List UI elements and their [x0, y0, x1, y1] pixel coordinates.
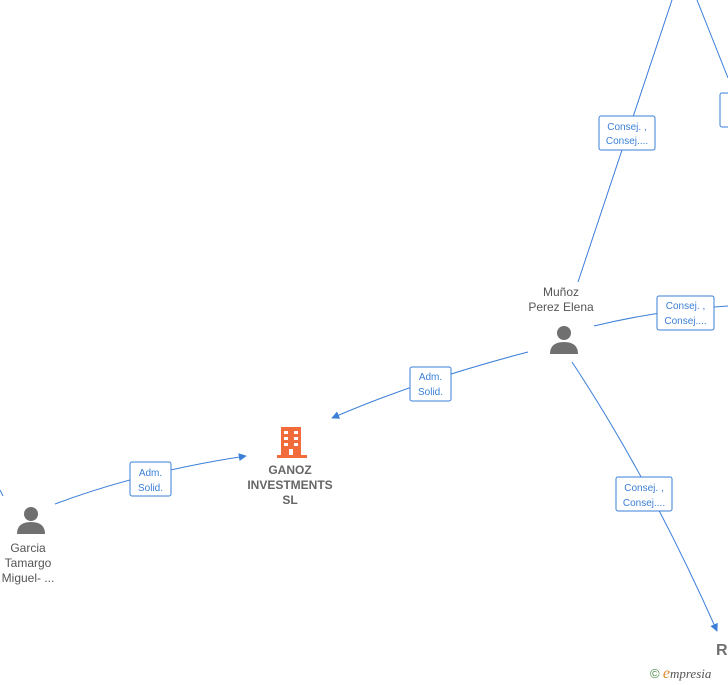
edge-garcia-left[interactable]	[0, 489, 4, 497]
edge-label-line: Consej. ,	[666, 301, 705, 312]
person-name-line: Garcia	[10, 541, 46, 555]
edge-label-munoz-top[interactable]: Consej. , Consej....	[598, 115, 656, 151]
person-name-line: Miguel- ...	[2, 571, 55, 585]
edge-label-munoz-right[interactable]: Consej. , Consej....	[656, 295, 715, 331]
edge-label-line: Consej....	[606, 136, 648, 147]
building-icon	[277, 427, 307, 458]
edge-label-line: Consej. ,	[624, 483, 663, 494]
person-icon	[550, 326, 578, 354]
person-name-line: Perez Elena	[528, 300, 594, 314]
company-name-line: SL	[282, 493, 297, 507]
person-icon	[17, 507, 45, 534]
watermark: © empresia	[650, 665, 728, 685]
edge-label-garcia-company[interactable]: Adm. Solid.	[129, 461, 172, 497]
copyright-icon: ©	[650, 666, 660, 681]
person-node-munoz[interactable]: Muñoz Perez Elena	[528, 285, 594, 354]
company-name-line: GANOZ	[268, 463, 311, 477]
edge-label-line: Consej....	[664, 316, 706, 327]
edge-label-munoz-bottom[interactable]: Consej. , Consej....	[615, 476, 673, 512]
company-node[interactable]: GANOZ INVESTMENTS SL	[247, 427, 333, 507]
watermark-logo-e: e	[662, 665, 670, 682]
edge-label-line: Adm.	[139, 468, 162, 479]
edge-label-line: Consej....	[623, 498, 665, 509]
partial-node-label: R	[716, 642, 728, 659]
edge-label-munoz-company[interactable]: Adm. Solid.	[409, 366, 452, 402]
edge-label-line: Solid.	[418, 387, 443, 398]
person-name-line: Muñoz	[543, 285, 579, 299]
edge-label-line: Consej. ,	[607, 122, 646, 133]
watermark-text: mpresia	[669, 666, 712, 681]
edges	[0, 0, 728, 632]
person-node-garcia[interactable]: Garcia Tamargo Miguel- ...	[2, 507, 55, 585]
edge-label-line: Solid.	[138, 483, 163, 494]
company-name-line: INVESTMENTS	[247, 478, 332, 492]
edge-label-offscreen[interactable]	[719, 92, 728, 128]
edge-top-right[interactable]	[696, 0, 728, 79]
edge-label-line: Adm.	[419, 372, 442, 383]
person-name-line: Tamargo	[5, 556, 52, 570]
